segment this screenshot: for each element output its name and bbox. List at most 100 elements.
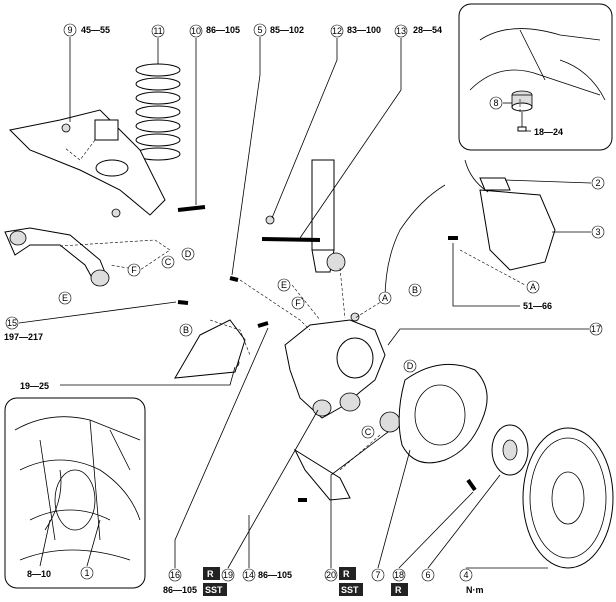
callout-8: 8 — [489, 96, 503, 110]
svg-text:R: R — [343, 569, 350, 579]
svg-text:D: D — [407, 361, 414, 371]
callout-20: 20 — [324, 568, 338, 582]
callout-19: 19 — [221, 568, 235, 582]
badge-sst-20: SST — [339, 583, 363, 596]
svg-text:8: 8 — [493, 98, 498, 108]
letter-markers: F E C D E F B A B D C A — [58, 247, 540, 439]
callout-10: 10 — [189, 24, 203, 38]
svg-text:3: 3 — [595, 227, 600, 237]
svg-text:16: 16 — [170, 570, 180, 580]
torque-12: 83—100 — [347, 25, 381, 35]
callouts: 9 11 10 5 12 13 8 2 3 17 15 1 16 19 14 2… — [5, 23, 605, 582]
badges: R SST R SST R — [203, 567, 408, 596]
svg-text:2: 2 — [595, 178, 600, 188]
lateral-link — [293, 448, 351, 501]
svg-text:C: C — [165, 257, 172, 267]
svg-text:E: E — [281, 280, 287, 290]
svg-text:14: 14 — [244, 570, 254, 580]
leader-lines — [18, 37, 592, 569]
letter-C: C — [161, 255, 175, 269]
letter-A2: A — [526, 280, 540, 294]
letter-E2: E — [277, 278, 291, 292]
brake-caliper — [384, 159, 556, 301]
letter-C2: C — [361, 425, 375, 439]
letter-B2: B — [408, 283, 422, 297]
callout-2: 2 — [591, 176, 605, 190]
lower-arm — [8, 109, 166, 216]
svg-text:R: R — [395, 585, 402, 595]
svg-text:7: 7 — [375, 570, 380, 580]
svg-text:C: C — [365, 427, 372, 437]
badge-r-20: R — [339, 567, 356, 580]
dashed-lines — [59, 98, 526, 471]
svg-text:18: 18 — [394, 570, 404, 580]
letter-A: A — [378, 291, 392, 305]
letter-B: B — [179, 323, 193, 337]
callout-3: 3 — [591, 225, 605, 239]
svg-text:SST: SST — [341, 585, 359, 595]
svg-text:9: 9 — [67, 25, 72, 35]
torque-14: 86—105 — [258, 570, 292, 580]
brake-disc — [522, 427, 614, 569]
bracket — [174, 319, 246, 379]
coil-spring — [135, 63, 181, 161]
torque-16: 86—105 — [163, 585, 197, 595]
svg-text:6: 6 — [425, 570, 430, 580]
inset-top-right — [458, 3, 613, 151]
svg-text:A: A — [530, 282, 536, 292]
svg-text:1: 1 — [84, 568, 89, 578]
svg-text:F: F — [295, 298, 301, 308]
svg-text:15: 15 — [7, 318, 17, 328]
svg-text:4: 4 — [463, 570, 468, 580]
upper-arm — [4, 227, 110, 287]
svg-text:B: B — [412, 285, 418, 295]
unit-label: N·m — [466, 585, 484, 595]
torque-9: 45—55 — [81, 25, 110, 35]
torque-3: 51—66 — [523, 301, 552, 311]
letter-D: D — [181, 247, 195, 261]
callout-1: 1 — [80, 566, 94, 580]
svg-text:5: 5 — [257, 25, 262, 35]
inset-knuckle-drawing — [469, 28, 606, 132]
dust-shield — [398, 363, 488, 464]
svg-text:E: E — [62, 293, 68, 303]
torque-8: 18—24 — [534, 127, 563, 137]
callout-6: 6 — [421, 568, 435, 582]
callout-17: 17 — [589, 322, 603, 336]
callout-14: 14 — [242, 568, 256, 582]
svg-text:D: D — [185, 249, 192, 259]
badge-sst-19: SST — [203, 583, 227, 596]
torque-1: 8—10 — [27, 569, 51, 579]
letter-F: F — [127, 263, 141, 277]
svg-text:11: 11 — [153, 26, 162, 36]
letter-E: E — [58, 291, 72, 305]
badge-r-19: R — [203, 567, 220, 580]
torque-15: 197—217 — [4, 332, 43, 342]
letter-F2: F — [291, 296, 305, 310]
callout-16: 16 — [168, 568, 182, 582]
callout-4: 4 — [459, 568, 473, 582]
inset-sensor-wiring-drawing — [14, 416, 141, 561]
torque-13: 28—54 — [413, 25, 442, 35]
svg-text:19: 19 — [223, 570, 233, 580]
inset-bottom-left — [4, 397, 146, 589]
svg-text:10: 10 — [191, 26, 201, 36]
shock-absorber — [311, 159, 346, 273]
bolts — [61, 123, 477, 502]
callout-9: 9 — [63, 23, 77, 37]
callout-12: 12 — [330, 24, 344, 38]
callout-7: 7 — [371, 568, 385, 582]
svg-text:13: 13 — [396, 26, 406, 36]
letter-D2: D — [403, 359, 417, 373]
callout-15: 15 — [5, 316, 19, 330]
svg-text:F: F — [131, 265, 137, 275]
callout-13: 13 — [394, 24, 408, 38]
callout-11: 11 — [151, 24, 165, 38]
badge-r-18: R — [391, 583, 408, 596]
callout-18: 18 — [392, 568, 406, 582]
svg-text:20: 20 — [326, 570, 336, 580]
svg-text:B: B — [183, 325, 189, 335]
torque-5: 85—102 — [270, 25, 304, 35]
